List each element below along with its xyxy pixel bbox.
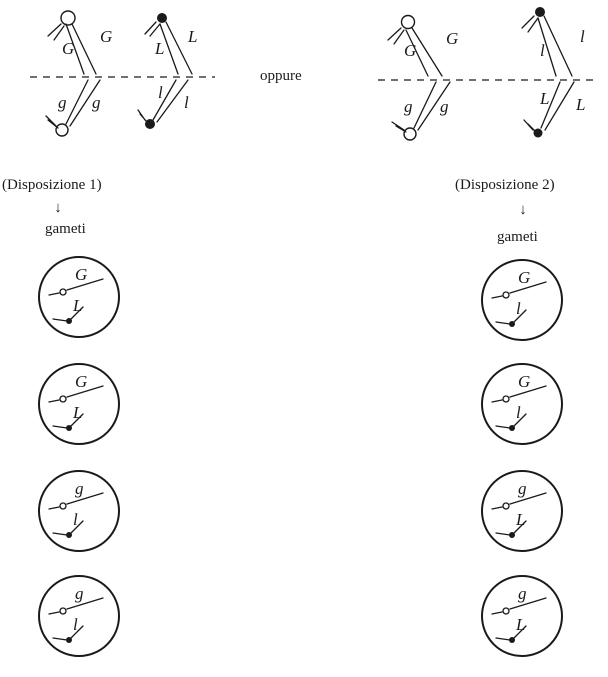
gamete-allele-upper: g (518, 584, 527, 603)
centromere-open-icon (59, 395, 67, 403)
gamete-cell: Gl (481, 259, 563, 341)
gamete-cell: Gl (481, 363, 563, 445)
centromere-filled-icon (509, 532, 515, 538)
gamete-cell: GL (38, 363, 120, 445)
centromere-open-icon (55, 123, 69, 137)
centromere-open-icon (502, 607, 510, 615)
gamete-allele-upper: G (75, 372, 87, 391)
centromere-filled-icon (66, 318, 72, 324)
gamete-allele-lower: l (516, 403, 521, 422)
allele-label: g (404, 97, 413, 116)
gamete-allele-upper: G (518, 372, 530, 391)
gamete-allele-lower: L (515, 615, 525, 634)
chromosome-pair-g-lower-left: g g (391, 81, 451, 141)
centromere-open-icon (502, 395, 510, 403)
gamete-circle (38, 575, 120, 657)
gamete-allele-upper: G (518, 268, 530, 287)
arrangement-2-caption: (Disposizione 2) (455, 177, 555, 193)
centromere-open-icon (400, 14, 416, 30)
arrangement-1-caption: (Disposizione 1) (2, 177, 102, 193)
allele-label: L (187, 27, 197, 46)
gamete-cell: gL (481, 470, 563, 552)
gamete-circle (38, 363, 120, 445)
allele-label: l (158, 83, 163, 102)
centromere-filled-icon (66, 425, 72, 431)
allele-label: g (440, 97, 449, 116)
chromosome-pair-L-lower-right: L L (523, 81, 585, 138)
gametes-label: gameti (45, 221, 86, 237)
centromere-filled-icon (535, 7, 545, 17)
centromere-filled-icon (157, 13, 167, 23)
chromosome-pair-L-upper-right: L L (144, 13, 197, 75)
gamete-circle (38, 470, 120, 552)
centromere-open-icon (403, 127, 417, 141)
centromere-open-icon (502, 291, 510, 299)
centromere-open-icon (59, 288, 67, 296)
allele-label: l (580, 27, 585, 46)
gamete-allele-upper: g (75, 479, 84, 498)
gamete-allele-lower: l (516, 299, 521, 318)
gamete-circle (38, 256, 120, 338)
down-arrow-icon: ↓ (519, 202, 527, 218)
gamete-allele-lower: L (515, 510, 525, 529)
gamete-allele-lower: l (73, 510, 78, 529)
gamete-circle (481, 259, 563, 341)
gamete-allele-upper: g (75, 584, 84, 603)
chromosome-pair-l-lower-right: l l (137, 79, 189, 129)
gamete-cell: gl (38, 575, 120, 657)
chromosome-pair-g-lower-left: g g (45, 79, 101, 137)
allele-label: G (404, 41, 416, 60)
allele-label: G (100, 27, 112, 46)
centromere-open-icon (502, 502, 510, 510)
oppure-label: oppure (260, 68, 302, 84)
gamete-allele-lower: l (73, 615, 78, 634)
allele-label: G (446, 29, 458, 48)
centromere-open-icon (60, 10, 76, 26)
gamete-allele-lower: L (72, 296, 82, 315)
allele-label: G (62, 39, 74, 58)
gamete-allele-upper: G (75, 265, 87, 284)
gamete-cell: gL (481, 575, 563, 657)
allele-label: L (539, 89, 549, 108)
allele-label: l (540, 41, 545, 60)
top-right-chromosome-group: G G l l g g L L (378, 7, 598, 141)
centromere-filled-icon (533, 128, 543, 138)
down-arrow-icon: ↓ (54, 200, 62, 216)
centromere-filled-icon (509, 425, 515, 431)
gametes-label: gameti (497, 229, 538, 245)
centromere-open-icon (59, 607, 67, 615)
allele-label: l (184, 93, 189, 112)
gamete-circle (481, 575, 563, 657)
chromosome-pair-l-upper-right: l l (521, 7, 585, 77)
gamete-circle (481, 363, 563, 445)
centromere-filled-icon (145, 119, 155, 129)
gamete-allele-upper: g (518, 479, 527, 498)
chromosome-pair-G-upper-left: G G (47, 10, 112, 75)
centromere-filled-icon (66, 532, 72, 538)
allele-label: g (92, 93, 101, 112)
chromosome-pair-G-upper-left: G G (387, 14, 458, 77)
gamete-cell: gl (38, 470, 120, 552)
centromere-open-icon (59, 502, 67, 510)
allele-label: L (575, 95, 585, 114)
centromere-filled-icon (66, 637, 72, 643)
gamete-cell: GL (38, 256, 120, 338)
gamete-allele-lower: L (72, 403, 82, 422)
top-left-chromosome-group: G G L L g g l l (30, 10, 215, 137)
allele-label: L (154, 39, 164, 58)
allele-label: g (58, 93, 67, 112)
centromere-filled-icon (509, 321, 515, 327)
gamete-circle (481, 470, 563, 552)
centromere-filled-icon (509, 637, 515, 643)
